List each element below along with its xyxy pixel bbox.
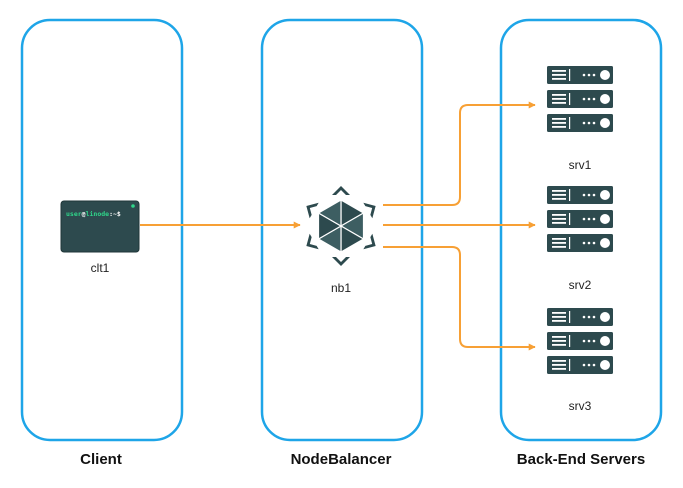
server-label: srv1: [569, 158, 592, 172]
server-stack-icon[interactable]: [547, 308, 613, 374]
client-column: [20, 18, 184, 442]
terminal-user-text: user: [66, 210, 82, 218]
svg-text:user@linode:~$: user@linode:~$: [66, 210, 121, 218]
terminal-host-text: linode: [86, 210, 110, 218]
column-title-nodebalancer: NodeBalancer: [291, 451, 392, 468]
server-label: srv2: [569, 278, 592, 292]
backend-servers-column: [499, 18, 663, 442]
server-label: srv3: [569, 399, 592, 413]
terminal-icon[interactable]: user@linode:~$: [60, 200, 140, 253]
terminal-at-text: @: [82, 210, 86, 218]
terminal-prompt-text: :~$: [109, 210, 121, 218]
column-title-client: Client: [80, 451, 122, 468]
connector-nb1-srv1: [383, 101, 536, 206]
server-stack-icon[interactable]: [547, 66, 613, 132]
server-stack-icon[interactable]: [547, 186, 613, 252]
nodebalancer-icon[interactable]: [302, 186, 380, 266]
nodebalancer-label: nb1: [331, 281, 351, 295]
column-title-backend-servers: Back-End Servers: [517, 451, 645, 468]
connector-nb1-srv3: [383, 246, 536, 351]
nodebalancer-column: [260, 18, 424, 442]
client-label: clt1: [91, 261, 110, 275]
